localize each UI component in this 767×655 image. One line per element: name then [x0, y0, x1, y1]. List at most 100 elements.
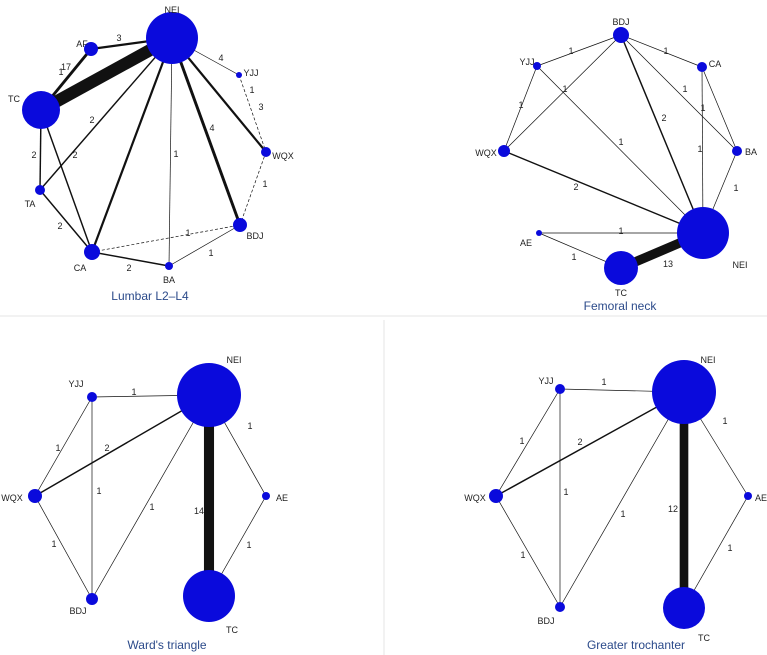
- edge-label-nei-wqx: 3: [258, 102, 263, 112]
- edge-label-bdj-yjj: 1: [568, 46, 573, 56]
- edge-label-ae-tc: 1: [246, 540, 251, 550]
- node-bdj: [555, 602, 565, 612]
- node-tc: [604, 251, 638, 285]
- edge-label-nei-ta: 2: [89, 115, 94, 125]
- edge-bdj-nei: [91, 394, 210, 600]
- edge-label-wqx-nei: 2: [573, 182, 578, 192]
- edge-nei-ca: [90, 37, 174, 253]
- node-nei: [146, 12, 198, 64]
- node-ba: [732, 146, 742, 156]
- node-ca: [84, 244, 100, 260]
- node-label-nei: NEI: [700, 355, 715, 365]
- edge-label-nei-tc: 14: [194, 506, 204, 516]
- node-nei: [177, 363, 241, 427]
- edge-label-ae-tc: 1: [727, 543, 732, 553]
- node-tc: [663, 587, 705, 629]
- edge-label-wqx-nei: 2: [577, 437, 582, 447]
- node-wqx: [28, 489, 42, 503]
- node-label-bdj: BDJ: [537, 616, 554, 626]
- node-yjj: [533, 62, 541, 70]
- edge-label-tc-ta: 2: [31, 150, 36, 160]
- node-label-ca: CA: [74, 263, 87, 273]
- edge-wqx-nei: [34, 394, 210, 497]
- edge-wqx-nei: [495, 391, 685, 497]
- edge-bdj-yjj: [536, 34, 622, 67]
- edge-label-yjj-bdj: 1: [563, 487, 568, 497]
- panel-wards-triangle-edges: [34, 394, 267, 600]
- edge-label-ba-bdj: 1: [208, 248, 213, 258]
- edge-bdj-ba: [620, 34, 738, 152]
- node-label-tc: TC: [615, 288, 627, 298]
- node-label-bdj: BDJ: [246, 231, 263, 241]
- node-label-bdj: BDJ: [612, 17, 629, 27]
- edge-label-ca-bdj: 1: [185, 228, 190, 238]
- edge-label-tc-nei: 13: [663, 259, 673, 269]
- node-ae: [744, 492, 752, 500]
- edge-label-nei-af: 3: [116, 33, 121, 43]
- node-nei: [652, 360, 716, 424]
- node-bdj: [233, 218, 247, 232]
- edge-ca-bdj: [91, 224, 241, 253]
- node-label-wqx: WQX: [272, 151, 294, 161]
- edge-yjj-wqx: [238, 74, 267, 153]
- panel-greater-trochanter-edges: [495, 388, 749, 609]
- edge-ca-ba: [701, 66, 738, 152]
- edge-label-nei-tc: 12: [668, 504, 678, 514]
- edge-nei-ta: [39, 37, 173, 191]
- node-label-yjj: YJJ: [68, 379, 83, 389]
- edge-label-yjj-nei: 1: [601, 377, 606, 387]
- edge-label-nei-bdj: 4: [209, 123, 214, 133]
- node-label-wqx: WQX: [464, 493, 486, 503]
- edge-label-af-tc: 4: [218, 53, 223, 63]
- node-ta: [35, 185, 45, 195]
- node-ae: [536, 230, 542, 236]
- node-wqx: [261, 147, 271, 157]
- edge-wqx-bdj: [239, 151, 267, 226]
- edge-label-wqx-bdj: 1: [51, 539, 56, 549]
- node-nei: [677, 207, 729, 259]
- edge-label-nei-ba: 1: [173, 149, 178, 159]
- edge-label-wqx-nei: 2: [104, 443, 109, 453]
- edge-label-wqx-bdj: 1: [58, 67, 63, 77]
- edge-bdj-nei: [559, 391, 685, 608]
- edge-ae-tc: [683, 495, 749, 609]
- edge-label-ae-nei: 1: [618, 226, 623, 236]
- edge-label-tc-ca: 2: [72, 150, 77, 160]
- node-bdj: [86, 593, 98, 605]
- edge-bdj-wqx: [503, 34, 622, 152]
- panel-femoral-neck-title: Femoral neck: [584, 299, 658, 313]
- node-label-ba: BA: [745, 147, 757, 157]
- edge-label-bdj-nei: 2: [661, 113, 666, 123]
- node-ca: [697, 62, 707, 72]
- edge-yjj-wqx: [495, 388, 561, 497]
- edge-wqx-bdj: [495, 495, 561, 608]
- node-label-tc: TC: [8, 94, 20, 104]
- edge-label-yjj-wqx: 1: [518, 100, 523, 110]
- node-label-nei: NEI: [226, 355, 241, 365]
- edge-label-ae-tc: 1: [571, 252, 576, 262]
- node-label-nei: NEI: [164, 5, 179, 15]
- edge-ta-ca: [39, 189, 93, 253]
- edge-label-yjj-wqx: 1: [262, 179, 267, 189]
- node-ba: [165, 262, 173, 270]
- node-label-nei: NEI: [732, 260, 747, 270]
- node-label-tc: TC: [226, 625, 238, 635]
- edge-bdj-nei: [620, 34, 704, 234]
- node-tc: [22, 91, 60, 129]
- node-label-bdj: BDJ: [69, 606, 86, 616]
- node-label-tc: TC: [698, 633, 710, 643]
- edge-label-nei-ae: 1: [247, 421, 252, 431]
- edge-yjj-nei: [536, 65, 704, 234]
- node-af: [84, 42, 98, 56]
- edge-label-nei-yjj: 1: [249, 85, 254, 95]
- edge-wqx-bdj: [34, 495, 93, 600]
- node-label-wqx: WQX: [475, 148, 497, 158]
